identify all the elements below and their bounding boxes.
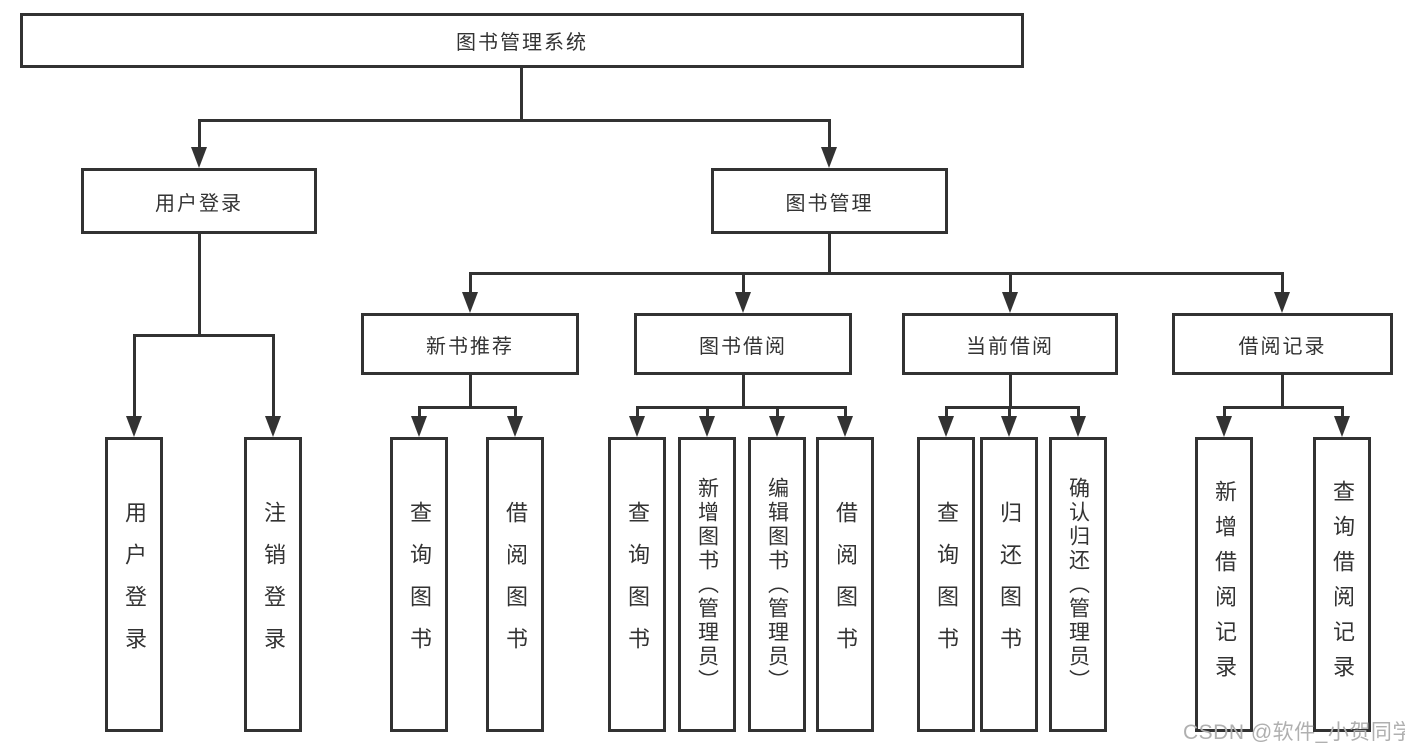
connector-drop [844, 406, 847, 416]
connector-drop [469, 272, 472, 292]
connector-drop [1077, 406, 1080, 416]
connector-drop [418, 406, 421, 416]
leaf-query-borrow-record: 查询借阅记录 [1313, 437, 1371, 732]
arrowhead-icon [938, 416, 954, 437]
connector-mgmt-stub [828, 234, 831, 272]
connector-splitter [1223, 406, 1344, 409]
connector-drop [828, 119, 831, 147]
leaf-logout: 注销登录 [244, 437, 302, 732]
leaf-recommend-borrow-books: 借阅图书 [486, 437, 544, 732]
leaf-return-book: 归还图书 [980, 437, 1038, 732]
arrowhead-icon [1334, 416, 1350, 437]
connector-stub [1281, 375, 1284, 406]
connector-drop [272, 334, 275, 416]
node-borrow-records: 借阅记录 [1172, 313, 1393, 375]
arrowhead-icon [821, 147, 837, 168]
arrowhead-icon [191, 147, 207, 168]
leaf-edit-book-admin: 编辑图书（管理员） [748, 437, 806, 732]
leaf-recommend-query-books: 查询图书 [390, 437, 448, 732]
connector-drop [514, 406, 517, 416]
connector-drop [1341, 406, 1344, 416]
connector-drop [742, 272, 745, 292]
arrowhead-icon [265, 416, 281, 437]
connector-level3-splitter [469, 272, 1283, 275]
connector-drop [1223, 406, 1226, 416]
node-current-borrow: 当前借阅 [902, 313, 1118, 375]
node-book-borrow: 图书借阅 [634, 313, 852, 375]
arrowhead-icon [629, 416, 645, 437]
arrowhead-icon [699, 416, 715, 437]
arrowhead-icon [1070, 416, 1086, 437]
connector-drop [133, 334, 136, 416]
connector-splitter [945, 406, 1080, 409]
connector-drop [706, 406, 709, 416]
arrowhead-icon [1002, 292, 1018, 313]
arrowhead-icon [735, 292, 751, 313]
connector-drop [776, 406, 779, 416]
leaf-confirm-return-admin: 确认归还（管理员） [1049, 437, 1107, 732]
connector-stub [742, 375, 745, 406]
connector-root-stub [520, 68, 523, 119]
connector-splitter [636, 406, 847, 409]
leaf-add-borrow-record: 新增借阅记录 [1195, 437, 1253, 732]
leaf-user-login: 用户登录 [105, 437, 163, 732]
connector-drop [636, 406, 639, 416]
leaf-borrow-books: 借阅图书 [816, 437, 874, 732]
connector-user-splitter [133, 334, 275, 337]
connector-user-stub [198, 234, 201, 334]
connector-drop [198, 119, 201, 147]
arrowhead-icon [411, 416, 427, 437]
node-new-book-recommend: 新书推荐 [361, 313, 579, 375]
connector-drop [1281, 272, 1284, 292]
connector-stub [1009, 375, 1012, 406]
arrowhead-icon [837, 416, 853, 437]
csdn-watermark: CSDN @软件_小贺同学 [1183, 721, 1405, 744]
node-root: 图书管理系统 [20, 13, 1024, 68]
arrowhead-icon [507, 416, 523, 437]
arrowhead-icon [126, 416, 142, 437]
leaf-borrow-query-books: 查询图书 [608, 437, 666, 732]
node-book-management: 图书管理 [711, 168, 948, 234]
arrowhead-icon [769, 416, 785, 437]
arrowhead-icon [1216, 416, 1232, 437]
arrowhead-icon [462, 292, 478, 313]
leaf-add-book-admin: 新增图书（管理员） [678, 437, 736, 732]
connector-level2-splitter [198, 119, 831, 122]
leaf-current-query-books: 查询图书 [917, 437, 975, 732]
connector-drop [1008, 406, 1011, 416]
node-user-login: 用户登录 [81, 168, 317, 234]
connector-drop [945, 406, 948, 416]
connector-drop [1009, 272, 1012, 292]
connector-stub [469, 375, 472, 406]
arrowhead-icon [1001, 416, 1017, 437]
arrowhead-icon [1274, 292, 1290, 313]
connector-splitter [418, 406, 517, 409]
